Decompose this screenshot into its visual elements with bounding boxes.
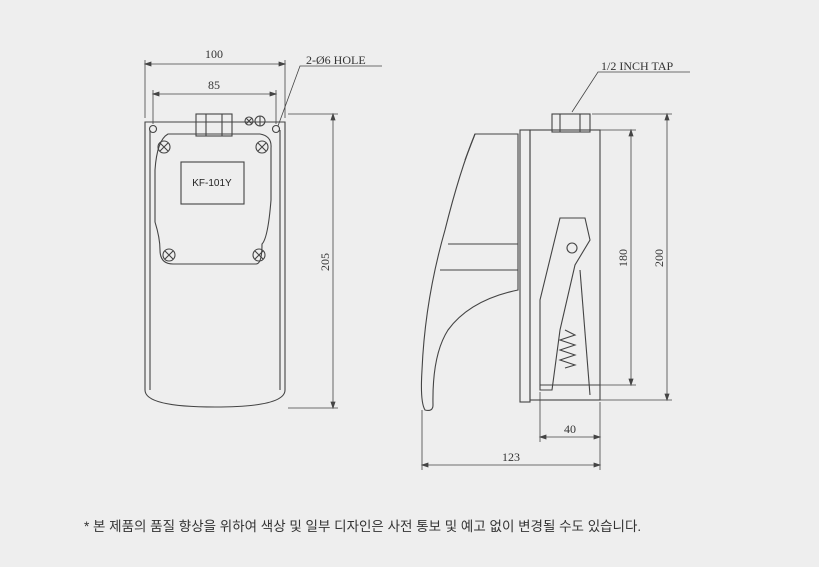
hinge-arm xyxy=(539,217,591,391)
tap-note: 1/2 INCH TAP xyxy=(601,59,673,73)
label-plate-text: KF-101Y xyxy=(192,178,232,189)
front-top-tab-left xyxy=(195,113,233,137)
front-body-outline xyxy=(144,121,286,408)
dim-40-label: 40 xyxy=(564,422,576,436)
front-plate-outline xyxy=(154,133,272,265)
dim-180-label: 180 xyxy=(616,249,630,267)
dim-hole-spacing-label: 85 xyxy=(208,78,220,92)
top-tap-block xyxy=(551,113,591,133)
spring xyxy=(558,329,577,369)
screw-icon xyxy=(252,248,266,262)
label-plate xyxy=(180,161,245,205)
footnote: * 본 제품의 품질 향상을 위하여 색상 및 일부 디자인은 사전 통보 및 … xyxy=(84,519,642,534)
side-view xyxy=(420,71,690,470)
front-view xyxy=(143,60,382,410)
hole-note: 2-Ø6 HOLE xyxy=(306,53,366,67)
pedal-cover-outline xyxy=(420,133,519,411)
base-plate xyxy=(519,129,531,403)
dim-123-label: 123 xyxy=(502,450,520,464)
screw-icon xyxy=(162,248,176,262)
screw-icon xyxy=(157,140,171,154)
dim-width-label: 100 xyxy=(205,47,223,61)
dim-200-label: 200 xyxy=(652,249,666,267)
mount-hole-right xyxy=(271,124,281,134)
screw-icon xyxy=(255,140,269,154)
hinge-pin xyxy=(566,242,578,254)
ground-terminal-icon xyxy=(244,115,266,127)
mount-hole-left xyxy=(148,124,158,134)
dim-height-label: 205 xyxy=(318,253,332,271)
